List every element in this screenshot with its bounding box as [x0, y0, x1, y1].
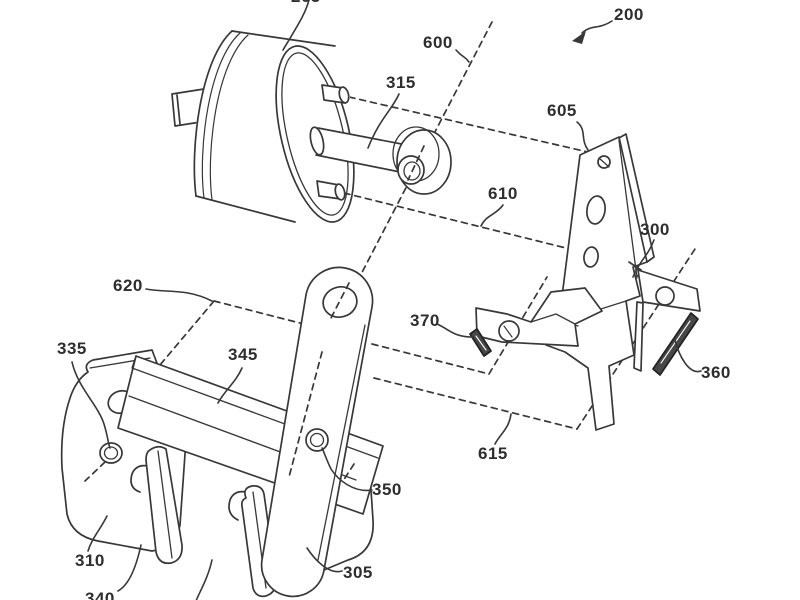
ref-label-605: 605 — [547, 101, 577, 121]
leader-370 — [437, 324, 473, 337]
corner-bracket — [629, 262, 700, 375]
ref-label-305: 305 — [343, 563, 373, 583]
ref-label-310: 310 — [75, 551, 105, 571]
ref-label-370: 370 — [410, 311, 440, 331]
mounting-bracket — [543, 134, 654, 430]
ref-label-315: 315 — [386, 73, 416, 93]
leader-605 — [577, 122, 588, 150]
ref-label-615: 615 — [478, 444, 508, 464]
leader-200 — [582, 21, 612, 33]
latch-bracket-hole — [499, 321, 519, 341]
ref-label-610: 610 — [488, 184, 518, 204]
plane-620-edge-lower — [372, 344, 489, 374]
motor — [172, 31, 368, 229]
ref-label-600: 600 — [423, 33, 453, 53]
ref-label-360: 360 — [701, 363, 731, 383]
link-hole-350 — [306, 429, 328, 451]
ref-label-350: 350 — [372, 480, 402, 500]
corner-bracket-leg — [634, 302, 643, 371]
leader-340 — [118, 545, 141, 591]
corner-bracket-hole — [656, 287, 674, 305]
plate-310-hole-small — [100, 443, 122, 463]
ref-label-345: 345 — [228, 345, 258, 365]
leader-620 — [146, 289, 212, 301]
ref-label-340: 340 — [85, 589, 115, 600]
leader-unlabeled-bottom — [196, 560, 212, 600]
ref-label-200: 200 — [614, 5, 644, 25]
ref-label-205: 205 — [291, 0, 321, 7]
ref-label-335: 335 — [57, 339, 87, 359]
bracket-face — [543, 137, 647, 430]
leader-600 — [456, 50, 469, 62]
ref-label-300: 300 — [640, 220, 670, 240]
leader-615 — [495, 414, 511, 444]
ref-label-620: 620 — [113, 276, 143, 296]
leader-200-arrowhead — [572, 31, 586, 44]
leader-610 — [481, 205, 503, 226]
plane-615-edge-bottom — [374, 378, 577, 429]
